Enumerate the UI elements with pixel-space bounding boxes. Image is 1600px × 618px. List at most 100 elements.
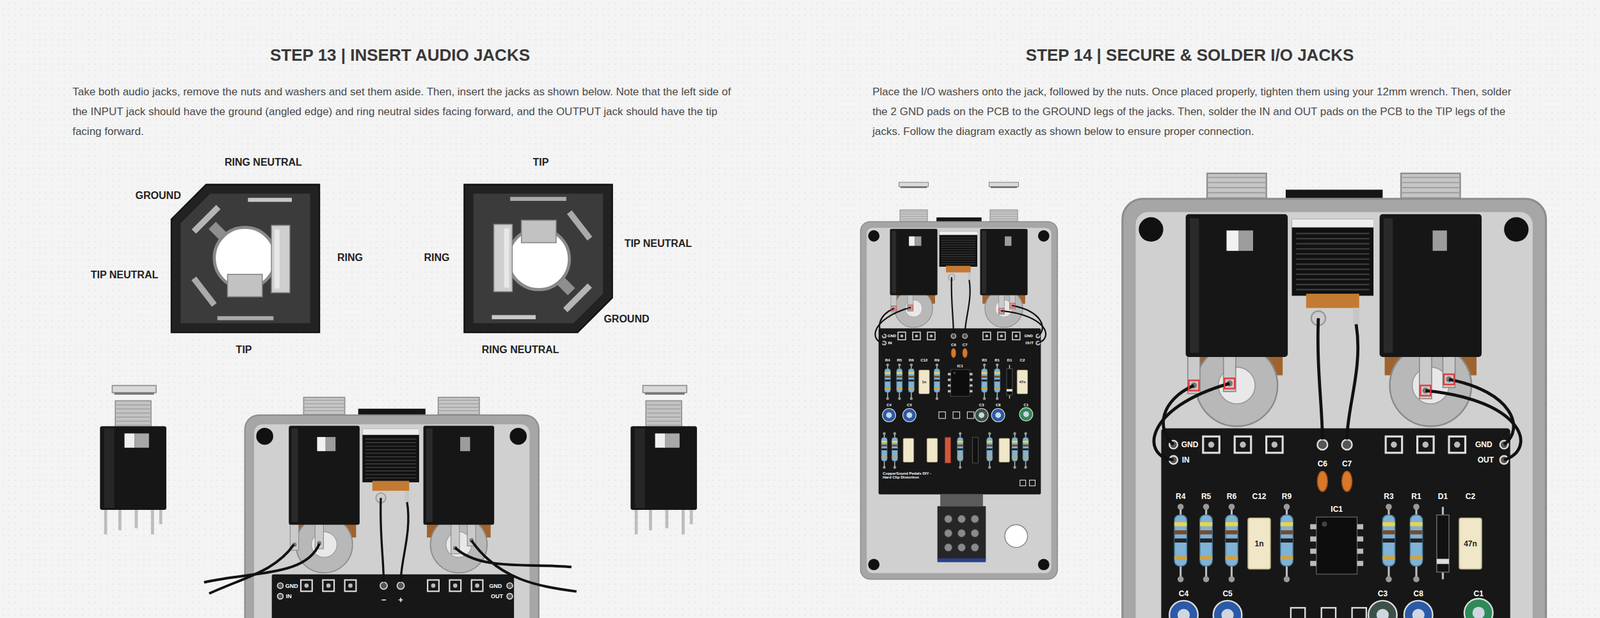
screw-hole: [1038, 230, 1050, 242]
dc-jack-rib: [365, 442, 417, 444]
jack-detail: [317, 437, 326, 452]
dc-jack-rib: [1296, 268, 1370, 271]
resistor-band: [981, 387, 988, 390]
power-wire: [965, 280, 971, 335]
resistor-band: [892, 456, 898, 459]
pcb-pad-label: OUT: [1025, 341, 1034, 345]
round-pad: [1317, 439, 1328, 450]
resistor-band: [892, 448, 898, 451]
dc-jack-body: [362, 429, 420, 483]
resistor-band: [1409, 556, 1423, 560]
resistor-band: [908, 387, 914, 390]
dc-jack-rib: [1296, 279, 1370, 281]
component-label: IC1: [1330, 505, 1343, 514]
film-capacitor: [1248, 518, 1271, 570]
ring-highlight: [504, 228, 510, 288]
component-label: C3: [979, 403, 985, 408]
square-pad: [938, 412, 946, 419]
pcb-pad-label: −: [381, 595, 387, 604]
loose-wire: [455, 547, 572, 568]
solder-pad: [1013, 432, 1016, 436]
ic-pin: [969, 373, 973, 376]
jack-leg: [689, 510, 694, 525]
round-pad: [951, 333, 956, 338]
solder-pad: [882, 432, 886, 436]
resistor-body: [981, 368, 988, 393]
resistor-band: [957, 440, 964, 443]
resistor-band: [1174, 530, 1187, 535]
ring-neutral-contact: [491, 315, 536, 320]
round-pad: [1342, 439, 1353, 450]
component-label: C12: [1251, 492, 1266, 501]
tip-contact: [521, 220, 557, 243]
pcb-pad-label: C6: [951, 343, 957, 347]
dc-jack-lug: [1352, 307, 1360, 325]
solder-pad: [893, 432, 896, 436]
pad-hole: [1454, 441, 1461, 448]
thread-line: [647, 421, 681, 422]
jack-detail: [1226, 230, 1239, 251]
electrolytic-capacitor: [1368, 600, 1398, 618]
dc-jack-rib: [1296, 253, 1370, 255]
component-label: 47n: [1463, 540, 1478, 548]
component-label: R1: [994, 358, 1000, 363]
led-hole: [1004, 524, 1028, 548]
resistor-band: [934, 387, 941, 390]
resistor-band: [1409, 522, 1423, 527]
thread-line: [1402, 186, 1460, 189]
square-pad: [1417, 436, 1435, 454]
resistor-band: [986, 448, 993, 451]
dc-jack-rib: [365, 477, 417, 479]
component-label: C1: [1473, 590, 1484, 598]
solder-pad: [1013, 465, 1016, 469]
step-heading: STEP 14 | SECURE & SOLDER I/O JACKS: [1025, 46, 1354, 64]
solder-pad: [988, 465, 991, 469]
ic-notch: [953, 371, 957, 375]
ceramic-capacitor: [1342, 471, 1353, 492]
ic-pin: [969, 390, 973, 393]
capacitor-top: [886, 412, 893, 418]
resistor-body: [1011, 437, 1018, 462]
resistor-band: [1409, 538, 1423, 543]
component-label: C8: [1413, 590, 1424, 598]
component-label: C4: [1178, 590, 1189, 598]
electrolytic-capacitor: [882, 408, 896, 423]
pcb-board: [272, 574, 514, 618]
solder-pad: [1024, 432, 1027, 436]
washer: [112, 385, 157, 393]
bottom-contact: [217, 316, 274, 320]
ic-pin: [947, 378, 951, 382]
jack-shading: [634, 428, 646, 509]
resistor-body: [1280, 515, 1293, 567]
pcb-pad-label: C6: [1317, 460, 1328, 468]
thread-line: [304, 407, 345, 408]
solder-pad: [995, 397, 999, 400]
resistor-band: [1225, 556, 1238, 560]
ic-pin: [947, 390, 951, 393]
screw-hole: [867, 230, 880, 242]
resistor-band: [1011, 444, 1018, 447]
jack-terminal-label: RING NEUTRAL: [481, 344, 560, 356]
resistor-body: [1409, 515, 1423, 567]
dc-jack-frame: [939, 231, 978, 235]
capacitor-top: [1412, 609, 1425, 618]
solder-point-marker: [1443, 374, 1455, 385]
ic-pin: [1310, 561, 1317, 567]
square-pad: [983, 332, 991, 340]
dc-jack-rib: [365, 449, 417, 451]
resistor-band: [1225, 522, 1238, 527]
pad-hole: [1000, 334, 1003, 338]
electrolytic-capacitor: [974, 408, 989, 423]
electrolytic-capacitor: [903, 408, 917, 423]
threaded-bushing: [645, 400, 682, 427]
dc-jack-rib: [941, 240, 976, 241]
resistor-band: [957, 448, 964, 451]
jack-shading: [892, 231, 897, 294]
footswitch-pin: [958, 544, 966, 552]
resistor-band: [881, 440, 888, 443]
resistor-band: [994, 387, 1001, 390]
thread-line: [304, 403, 345, 404]
pcb-pad-label: GND: [488, 583, 502, 589]
dc-jack-rib: [1296, 258, 1370, 260]
dc-jack-rib: [1296, 238, 1370, 240]
